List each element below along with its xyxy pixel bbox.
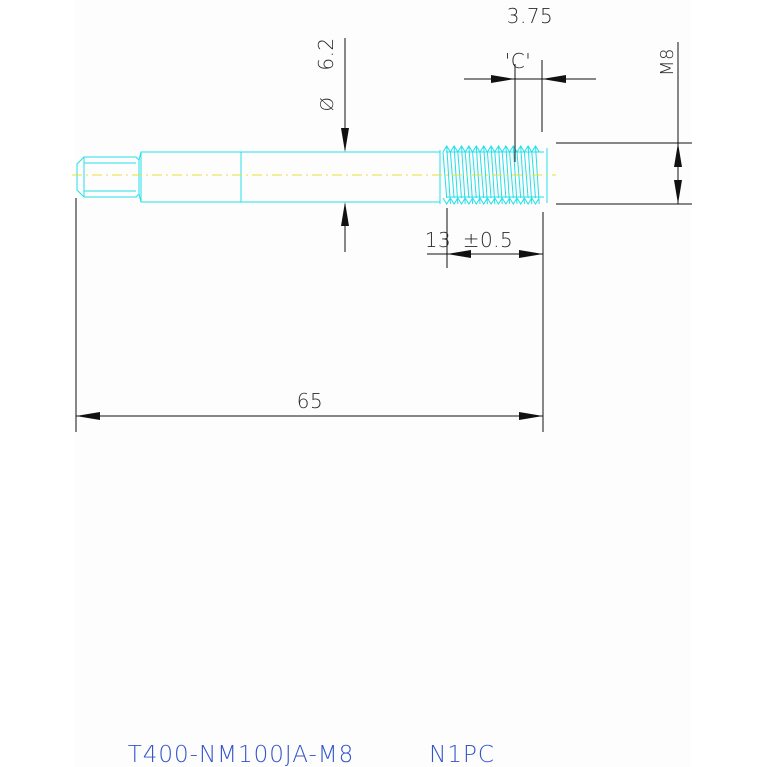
quantity-label: N1PC (429, 742, 495, 767)
thread-tolerance-label: ±0.5 (463, 228, 514, 252)
diameter-value: 6.2 (314, 37, 338, 70)
diameter-symbol: Ø (317, 97, 338, 112)
hex-end-outline (76, 156, 140, 198)
thread-pitch-marker: 'C' (505, 49, 531, 73)
overall-arrow-left (76, 412, 100, 420)
paper-sheet (75, 0, 691, 767)
m8-arrow-top (674, 143, 682, 167)
thread-size-label: M8 (657, 48, 678, 76)
overall-arrow-right (519, 412, 543, 420)
thread-length-label: 13 (425, 228, 451, 252)
diameter-arrow-bottom (341, 202, 349, 226)
m8-arrow-bottom (674, 180, 682, 204)
diameter-arrow-top (341, 128, 349, 152)
thread-arrow-left (447, 250, 471, 258)
c-arrow-right (542, 75, 566, 83)
part-number: T400-NM100JA-M8 (128, 742, 355, 767)
arrowheads (76, 75, 682, 420)
thread-arrow-right (519, 250, 543, 258)
overall-length-label: 65 (297, 389, 323, 413)
c-arrow-left (491, 75, 515, 83)
top-offset-label: 3.75 (507, 4, 554, 28)
